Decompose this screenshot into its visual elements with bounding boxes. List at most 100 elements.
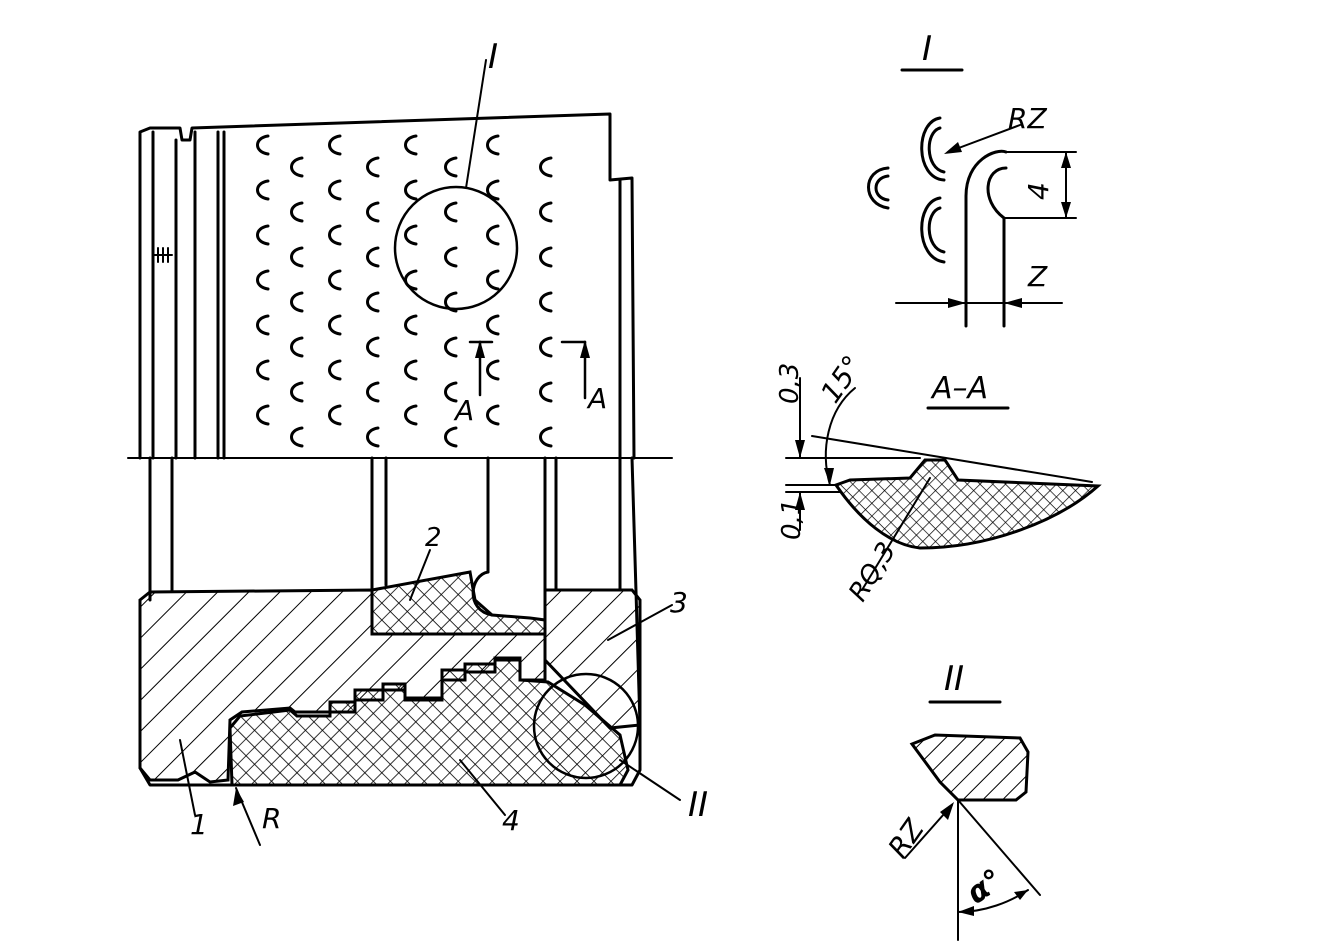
- crescent-mark: [290, 426, 304, 448]
- section-label-left: A: [453, 394, 474, 427]
- crescent-mark: [328, 179, 342, 201]
- crescent-mark: [444, 156, 458, 178]
- crescent-mark: [539, 291, 553, 313]
- crescent-mark: [539, 246, 553, 268]
- crescent-mark: [256, 224, 270, 246]
- detail-I-arrowheads: [944, 142, 1071, 308]
- crescent-mark: [256, 359, 270, 381]
- crescent-mark: [328, 359, 342, 381]
- detail-I-marker: I: [488, 37, 498, 77]
- detail-I-circle: [393, 185, 519, 311]
- detail-II-arrowheads: [940, 802, 1028, 916]
- crescent-mark: [290, 201, 304, 223]
- radius-R-arrowhead: [233, 788, 244, 806]
- section-arrow-left-head: [475, 340, 485, 358]
- crescent-mark: [404, 224, 418, 246]
- section-AA-view: A–A 0,3 0,1 15° RQ,3: [775, 349, 1102, 607]
- detail-II-marker: II: [688, 785, 708, 825]
- edge-mark: [152, 247, 173, 263]
- detail-I-crescents: [867, 116, 1008, 328]
- body-outline-lower: [138, 723, 642, 787]
- crescent-pattern: [256, 134, 553, 448]
- crescent-mark: [290, 291, 304, 313]
- crescent-mark: [404, 269, 418, 291]
- detail-I-view: I RZ 4 Z: [867, 29, 1077, 328]
- section-AA-radius: RQ,3: [843, 537, 902, 607]
- crescent-mark: [539, 426, 553, 448]
- crescent-mark: [256, 269, 270, 291]
- detail-I-leader: [465, 59, 487, 189]
- crescent-mark: [486, 224, 500, 246]
- crescent-mark: [404, 179, 418, 201]
- crescent-mark: [486, 134, 500, 156]
- crescent-mark: [486, 269, 500, 291]
- crescent-mark: [404, 359, 418, 381]
- detail-I-width: Z: [1027, 260, 1048, 293]
- crescent-mark: [290, 156, 304, 178]
- crescent-mark: [366, 201, 380, 223]
- crescent-mark: [256, 404, 270, 426]
- crescent-mark: [444, 201, 458, 223]
- crescent-mark: [539, 336, 553, 358]
- crescent-mark: [328, 134, 342, 156]
- crescent-mark: [404, 314, 418, 336]
- crescent-mark: [256, 134, 270, 156]
- crescent-mark: [404, 404, 418, 426]
- crescent-mark: [256, 179, 270, 201]
- crescent-mark: [444, 246, 458, 268]
- crescent-mark: [539, 201, 553, 223]
- part-1-label: 1: [190, 808, 208, 841]
- crescent-mark: [256, 314, 270, 336]
- crescent-mark: [366, 336, 380, 358]
- section-AA-depth-top: 0,3: [775, 363, 805, 404]
- part-3-label: 3: [670, 586, 688, 619]
- groove-lines-upper: [151, 130, 622, 460]
- crescent-mark: [539, 381, 553, 403]
- crescent-mark: [366, 291, 380, 313]
- detail-II-view: II RZ α°: [881, 659, 1041, 941]
- crescent-mark: [328, 224, 342, 246]
- crescent-mark: [444, 381, 458, 403]
- crescent-mark: [328, 269, 342, 291]
- part-2-insert: [370, 570, 547, 636]
- detail-II-leader: [619, 759, 681, 801]
- crescent-mark: [444, 426, 458, 448]
- crescent-mark: [486, 179, 500, 201]
- section-AA-angle: 15°: [814, 349, 870, 409]
- body-outline-upper: [138, 112, 636, 460]
- crescent-mark: [486, 404, 500, 426]
- part-2-label: 2: [425, 523, 442, 553]
- crescent-mark: [366, 381, 380, 403]
- detail-II-title: II: [944, 659, 964, 699]
- main-view: I A A 2 3 4 1 R II: [127, 37, 708, 846]
- detail-II-radius: RZ: [881, 813, 931, 864]
- section-AA-profile: [833, 458, 1102, 550]
- crescent-mark: [328, 404, 342, 426]
- cavity-lines: [148, 456, 642, 727]
- detail-I-height: 4: [1022, 182, 1055, 200]
- radius-R-label: R: [262, 802, 281, 835]
- crescent-mark: [539, 156, 553, 178]
- crescent-mark: [290, 246, 304, 268]
- crescent-mark: [366, 246, 380, 268]
- section-marker-right: [560, 340, 587, 400]
- crescent-mark: [486, 359, 500, 381]
- detail-I-radius: RZ: [1008, 102, 1047, 135]
- crescent-mark: [328, 314, 342, 336]
- section-AA-title: A–A: [930, 371, 988, 406]
- detail-I-title: I: [922, 29, 932, 69]
- part-4-label: 4: [502, 804, 520, 837]
- crescent-mark: [486, 314, 500, 336]
- section-AA-depth-bottom: 0,1: [777, 499, 807, 540]
- detail-II-section: [909, 733, 1030, 802]
- crescent-mark: [404, 134, 418, 156]
- crescent-mark: [444, 336, 458, 358]
- section-label-right: A: [586, 382, 607, 415]
- section-AA-arrowheads: [795, 440, 834, 510]
- crescent-mark: [366, 156, 380, 178]
- crescent-mark: [366, 426, 380, 448]
- crescent-mark: [290, 381, 304, 403]
- crescent-mark: [290, 336, 304, 358]
- part-leaders: [179, 549, 673, 846]
